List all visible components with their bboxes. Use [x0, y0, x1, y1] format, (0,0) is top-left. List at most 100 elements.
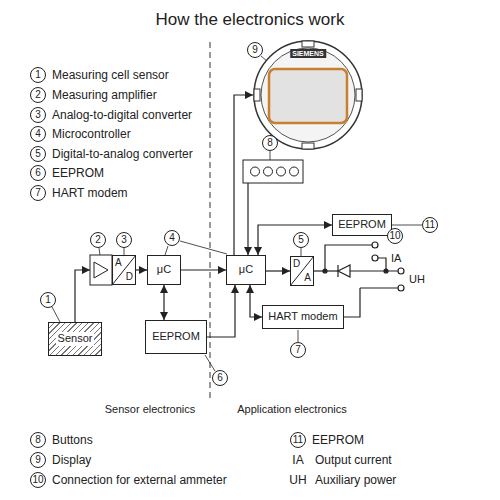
modem-box: HART modem	[262, 305, 344, 329]
section-label: Application electronics	[237, 403, 346, 416]
signal-name: IA	[391, 252, 401, 265]
callout-number: 2	[30, 87, 46, 103]
diagonal-line	[290, 256, 314, 286]
callout-number: 11	[422, 217, 438, 233]
signal-name: UH	[409, 273, 425, 286]
callout-number: 5	[30, 146, 46, 162]
converter-box: AD	[112, 255, 136, 285]
ammeter-terminal	[372, 242, 378, 248]
separator-line	[210, 42, 211, 398]
diode-symbol	[338, 265, 350, 277]
key-text: EEPROM	[52, 166, 104, 180]
leader-lines	[52, 56, 422, 371]
box-label: μC	[239, 263, 253, 276]
callout-number: 3	[116, 232, 132, 248]
microcontroller-box: μC	[226, 255, 266, 285]
key-text: Digital-to-analog converter	[52, 147, 193, 161]
box-label: A	[304, 272, 311, 284]
leader-line	[165, 246, 168, 255]
diagonal-line	[112, 255, 136, 285]
callout-number: 2	[90, 232, 106, 248]
key-text: HART modem	[52, 186, 128, 200]
callout-number: 6	[212, 370, 228, 386]
callout-number: 3	[30, 107, 46, 123]
signal-connector	[258, 225, 332, 255]
signal-connector	[163, 285, 164, 320]
callout-number: 11	[290, 432, 306, 448]
leader-line	[124, 248, 125, 255]
callout-number: 5	[293, 232, 309, 248]
leader-line	[298, 330, 299, 342]
box-label: HART modem	[268, 310, 337, 323]
callout-number: 7	[290, 342, 306, 358]
display-tab	[254, 89, 260, 101]
key-text: Measuring amplifier	[52, 88, 157, 102]
sensor-box: Sensor	[48, 322, 102, 356]
leader-line	[99, 248, 100, 255]
section-label: Sensor electronics	[105, 403, 196, 416]
leader-line	[301, 248, 302, 256]
callout-number: 9	[30, 452, 46, 468]
eeprom-box: EEPROM	[145, 320, 207, 354]
box-label: μC	[157, 263, 171, 276]
callout-number: 9	[247, 42, 263, 58]
output-wire	[350, 270, 398, 271]
display-tab	[356, 89, 362, 101]
callout-number: 10	[387, 228, 403, 244]
signal-wire	[75, 270, 90, 322]
signal-connector	[181, 269, 226, 270]
junction-dot	[384, 269, 388, 273]
amplifier-symbol	[90, 255, 112, 285]
callout-number: 6	[30, 165, 46, 181]
display-rim	[254, 41, 362, 149]
leader-line	[270, 151, 271, 160]
signal-connector	[136, 269, 147, 270]
box-label: EEPROM	[338, 218, 386, 231]
key-text: Buttons	[52, 433, 93, 447]
leader-line	[180, 241, 227, 254]
key-text: Microcontroller	[52, 127, 131, 141]
key-text: Display	[52, 453, 91, 467]
callout-number: 8	[262, 135, 278, 151]
key-text: Auxiliary power	[315, 473, 396, 487]
box-label: SIEMENS	[290, 49, 326, 58]
box-label: A	[115, 257, 122, 269]
key-text: Connection for external ammeter	[52, 473, 227, 487]
supply-terminal	[398, 285, 404, 291]
key-text: Analog-to-digital converter	[52, 108, 192, 122]
junction-dot	[323, 269, 327, 273]
supply-terminal	[398, 268, 404, 274]
signal-connector	[207, 285, 235, 337]
amplifier-triangle	[94, 262, 108, 278]
display-screen	[269, 69, 347, 123]
display-tab	[302, 143, 314, 149]
microcontroller-box: μC	[147, 255, 181, 285]
signal-wire	[247, 183, 248, 255]
buttons-symbol	[243, 160, 303, 183]
display-unit: SIEMENS	[253, 40, 363, 150]
output-wire	[325, 245, 372, 271]
display-tab	[302, 41, 314, 47]
signal-name: UH	[289, 473, 306, 487]
leader-line	[52, 307, 60, 322]
signal-connector	[234, 95, 253, 255]
signal-connector	[266, 270, 290, 271]
amplifier-box	[90, 255, 112, 285]
signal-connector	[250, 285, 262, 317]
box-label: D	[293, 258, 300, 270]
box-label: Sensor	[56, 332, 95, 345]
buttons-box	[243, 160, 303, 183]
key-text: Measuring cell sensor	[52, 68, 169, 82]
output-wire	[360, 287, 398, 288]
button	[251, 167, 260, 176]
box-label: EEPROM	[152, 330, 200, 343]
leader-line	[388, 225, 422, 226]
callout-number: 1	[40, 292, 56, 308]
callout-number: 4	[164, 230, 180, 246]
display-ring	[261, 48, 355, 142]
callout-number: 8	[30, 432, 46, 448]
leader-line	[205, 355, 215, 371]
box-label: D	[126, 271, 133, 283]
button	[264, 167, 273, 176]
